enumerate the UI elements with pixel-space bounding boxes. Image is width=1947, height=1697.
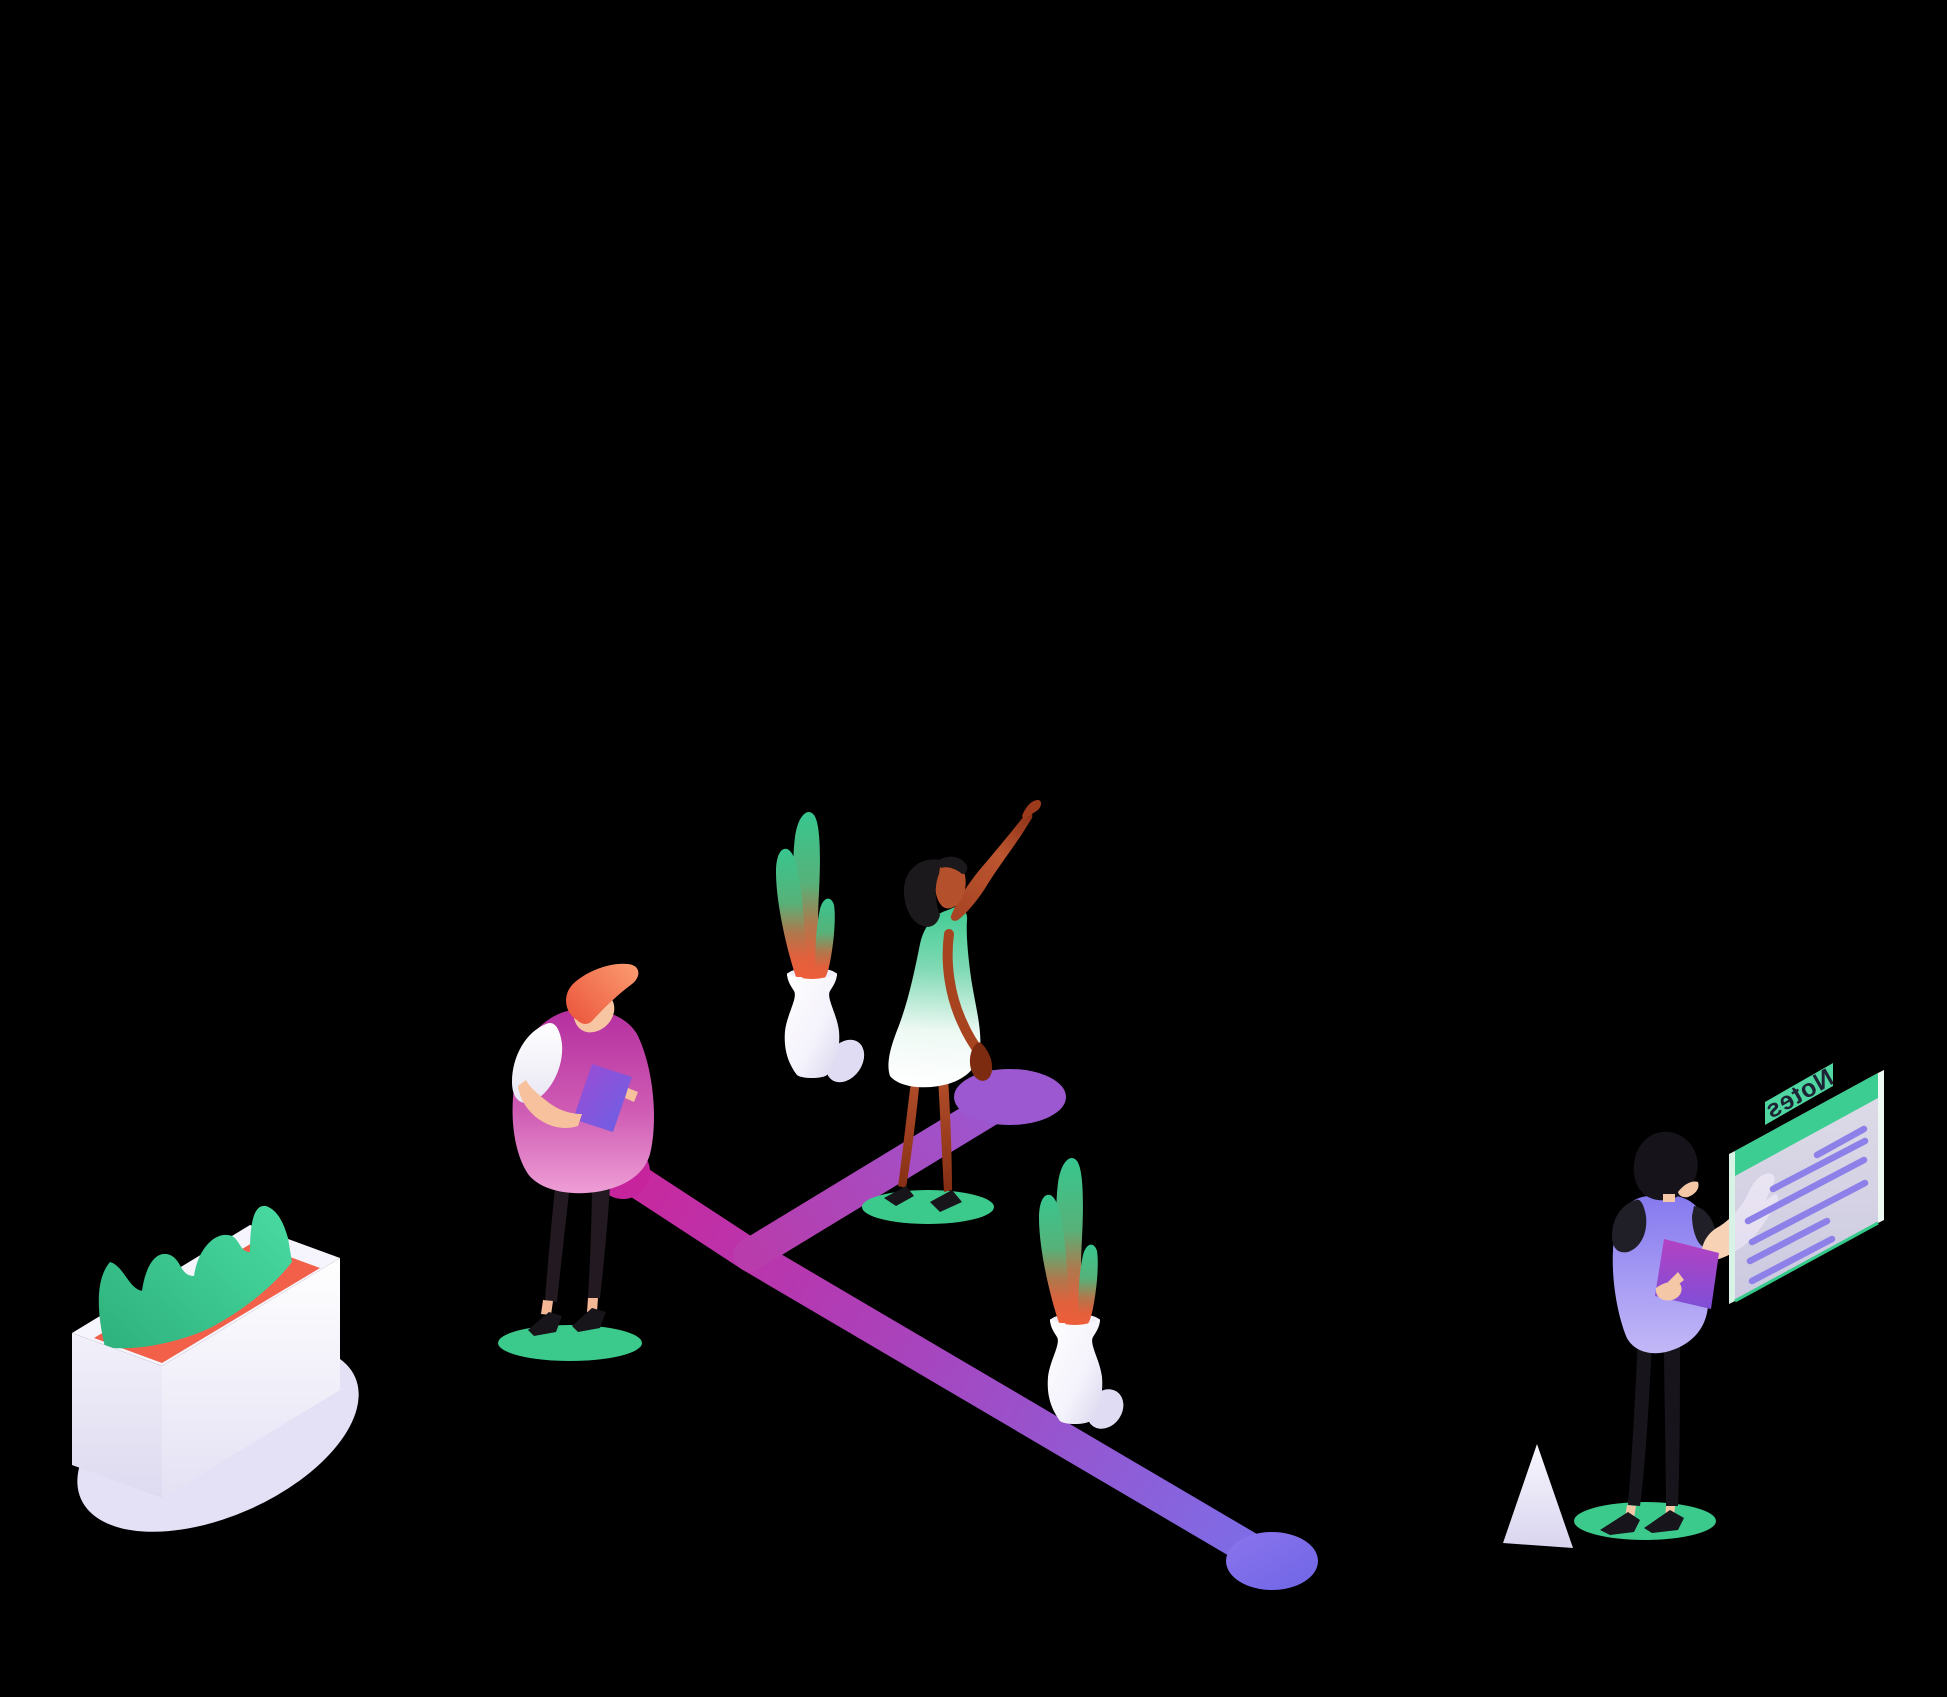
reader-neck [1663, 1194, 1675, 1202]
leaf-right [1078, 1244, 1098, 1325]
man-leg-right [588, 1180, 610, 1298]
man-shoe-right [572, 1308, 606, 1332]
woman-leg-left [898, 1074, 920, 1188]
board-line-4 [1748, 1179, 1869, 1246]
paper-triangle [1503, 1444, 1573, 1548]
board-edge-left [1729, 1151, 1735, 1304]
man-ankle-left [541, 1300, 553, 1315]
person-at-notes-board [1503, 1131, 1779, 1548]
woman-hair [903, 859, 941, 927]
reader-face [1678, 1181, 1699, 1198]
man-shoe-left [528, 1312, 562, 1336]
tablet [573, 1064, 632, 1132]
man-leg-left [545, 1178, 570, 1302]
roadmap-mid-node [954, 1069, 1066, 1125]
woman-arm-raised [950, 812, 1033, 921]
reader-head-hair [1633, 1131, 1698, 1201]
woman-hair-top [936, 856, 968, 874]
plant-vase-1 [776, 811, 865, 1083]
board-line-3 [1744, 1156, 1868, 1225]
roadmap-branch-line [733, 1080, 1027, 1272]
man-with-tablet [498, 963, 654, 1361]
planter-box [72, 1205, 359, 1532]
woman-leg-right [938, 1078, 952, 1192]
board-header [1735, 1073, 1878, 1176]
board-line-2 [1769, 1137, 1869, 1193]
reader-thumb [1668, 1272, 1684, 1288]
board-border-bottom [1734, 1221, 1879, 1303]
leaf-left [1039, 1194, 1073, 1323]
reader-shoe-left [1600, 1512, 1640, 1535]
planter-face-left [72, 1333, 162, 1498]
board-line-6 [1748, 1235, 1836, 1285]
reader-shoe-right [1644, 1510, 1684, 1533]
man-hair [566, 963, 639, 1024]
woman-dress [888, 906, 981, 1088]
board-edge-right [1878, 1070, 1884, 1223]
reader-sleeve-left [1612, 1199, 1647, 1253]
woman-head [935, 861, 966, 909]
reader-leg-left [1628, 1340, 1652, 1506]
reader-leg-right [1664, 1342, 1680, 1506]
board-line-1 [1813, 1125, 1868, 1159]
leaf-right [815, 898, 835, 979]
woman-shoe-right [930, 1190, 962, 1212]
vase-body [784, 973, 840, 1078]
woman-pointing [862, 800, 1041, 1224]
planter-face-right [162, 1258, 340, 1498]
platform-ellipse [498, 1325, 642, 1361]
board-text-lines [1744, 1125, 1869, 1285]
board-line-5 [1746, 1217, 1831, 1265]
roadmap-end-node [1226, 1532, 1318, 1590]
vase-body [1047, 1319, 1103, 1424]
plant-vase-2 [1039, 1157, 1124, 1429]
man-hand-right [625, 1088, 638, 1102]
man-ankle-right [587, 1298, 598, 1312]
board-tab [1765, 1063, 1833, 1125]
notes-board: Notes [1729, 1063, 1884, 1304]
planter-hedge [98, 1205, 292, 1349]
platform-ellipse [1574, 1502, 1716, 1540]
platform-ellipse [862, 1190, 994, 1224]
woman-hand [1022, 800, 1041, 820]
leaf-left [776, 848, 810, 977]
woman-hand-drop [969, 1042, 993, 1081]
woman-shoe-left [884, 1186, 914, 1206]
man-forearm-hand [518, 1080, 582, 1128]
